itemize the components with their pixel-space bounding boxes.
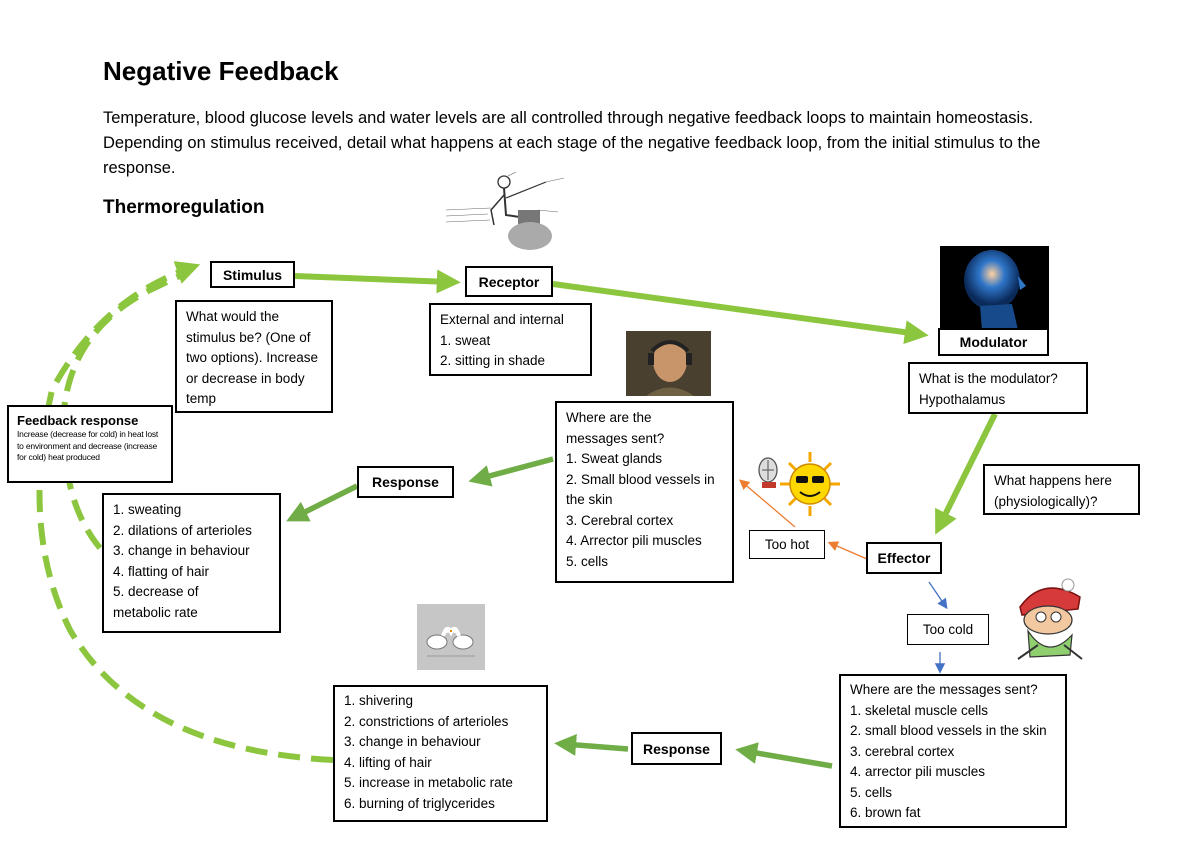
cold-messages-line: 1. skeletal muscle cells bbox=[850, 702, 989, 718]
hot-messages-line: 1. Sweat glands bbox=[566, 451, 663, 466]
cold-messages-line: 4. arrector pili muscles bbox=[850, 764, 986, 779]
cold-messages-line: 6. brown fat bbox=[850, 805, 921, 820]
modulator-box: What is the modulator? Hypothalamus bbox=[908, 362, 1088, 414]
response-bottom-line: 3. change in behaviour bbox=[344, 734, 481, 749]
arrow-effector-to-too-cold bbox=[928, 581, 948, 610]
sun-with-fan bbox=[754, 448, 844, 520]
modulator-label: Modulator bbox=[938, 328, 1049, 356]
response-bottom-line: 1. shivering bbox=[344, 693, 414, 708]
effector-question-line: (physiologically)? bbox=[994, 493, 1098, 509]
effector-question-line: What happens here bbox=[994, 473, 1112, 488]
stimulus-note-text: What would the stimulus be? (One of two … bbox=[186, 309, 319, 406]
arrow-response-to-list-top bbox=[286, 483, 359, 522]
effector-question: What happens here (physiologically)? bbox=[983, 464, 1140, 515]
receptor-line: External and internal bbox=[440, 312, 564, 327]
hot-messages-line: 4. Arrector pili muscles bbox=[566, 533, 702, 548]
cold-messages-box: Where are the messages sent? 1. skeletal… bbox=[839, 674, 1067, 828]
feedback-response-title: Feedback response bbox=[17, 413, 139, 428]
response-top-label: Response bbox=[357, 466, 454, 498]
section-heading: Thermoregulation bbox=[103, 197, 265, 218]
arrow-messages-to-response-bottom bbox=[735, 742, 833, 769]
response-bottom-line: 2. constrictions of arterioles bbox=[344, 713, 509, 729]
modulator-line: What is the modulator? bbox=[919, 371, 1058, 386]
hot-messages-box: Where are the messages sent? 1. Sweat gl… bbox=[555, 401, 734, 583]
response-top-line: metabolic rate bbox=[113, 604, 198, 620]
arrow-response-to-list-bottom bbox=[554, 733, 629, 756]
arrow-effector-to-too-hot bbox=[827, 541, 868, 560]
response-top-line: 4. flatting of hair bbox=[113, 563, 210, 579]
stimulus-label: Stimulus bbox=[210, 261, 295, 288]
hot-messages-line: 5. cells bbox=[566, 553, 609, 569]
intro-paragraph: Temperature, blood glucose levels and wa… bbox=[103, 109, 1041, 177]
too-cold-box: Too cold bbox=[907, 614, 989, 645]
arrow-modulator-to-effector bbox=[935, 412, 998, 535]
geese-picture bbox=[417, 604, 485, 670]
arrow-too-hot-to-sun bbox=[739, 479, 796, 528]
cold-messages-line: 5. cells bbox=[850, 784, 893, 800]
arrow-messages-to-response-top bbox=[468, 456, 554, 487]
receptor-line: 1. sweat bbox=[440, 332, 491, 348]
receptor-line: 2. sitting in shade bbox=[440, 353, 546, 368]
brain-scan-head bbox=[940, 246, 1049, 330]
response-top-line: 3. change in behaviour bbox=[113, 543, 250, 558]
modulator-line: Hypothalamus bbox=[919, 391, 1006, 407]
cold-messages-line: 3. cerebral cortex bbox=[850, 743, 955, 759]
response-bottom-line: 5. increase in metabolic rate bbox=[344, 775, 513, 790]
receptor-box: External and internal 1. sweat 2. sittin… bbox=[429, 303, 592, 376]
cold-messages-line: Where are the messages sent? bbox=[850, 682, 1038, 697]
response-top-box: 1. sweating 2. dilations of arterioles 3… bbox=[102, 493, 281, 633]
hot-messages-line: 3. Cerebral cortex bbox=[566, 512, 674, 528]
hot-messages-line: the skin bbox=[566, 492, 613, 507]
response-top-line: 2. dilations of arterioles bbox=[113, 522, 252, 538]
response-top-line: 1. sweating bbox=[113, 502, 182, 517]
response-bottom-line: 4. lifting of hair bbox=[344, 754, 432, 770]
response-bottom-line: 6. burning of triglycerides bbox=[344, 795, 495, 811]
response-bottom-label: Response bbox=[631, 732, 722, 765]
pilot-portrait bbox=[626, 331, 711, 396]
too-hot-box: Too hot bbox=[749, 530, 825, 559]
arrow-receptor-to-modulator bbox=[552, 281, 929, 345]
hot-messages-line: Where are the bbox=[566, 410, 652, 425]
arrow-stimulus-to-receptor bbox=[294, 269, 461, 294]
receptor-label: Receptor bbox=[465, 266, 553, 297]
page-title: Negative Feedback bbox=[103, 56, 339, 86]
response-bottom-box: 1. shivering 2. constrictions of arterio… bbox=[333, 685, 548, 822]
response-top-line: 5. decrease of bbox=[113, 584, 199, 599]
effector-label: Effector bbox=[866, 542, 942, 574]
feedback-response-text: Increase (decrease for cold) in heat los… bbox=[17, 429, 159, 462]
feedback-response-box: Feedback response Increase (decrease for… bbox=[7, 405, 173, 483]
hot-messages-line: 2. Small blood vessels in bbox=[566, 471, 715, 487]
stimulus-note: What would the stimulus be? (One of two … bbox=[175, 300, 333, 413]
cold-person-cartoon bbox=[1008, 575, 1091, 663]
hot-messages-line: messages sent? bbox=[566, 430, 665, 446]
sitting-man-figure bbox=[446, 170, 576, 255]
cold-messages-line: 2. small blood vessels in the skin bbox=[850, 723, 1047, 738]
